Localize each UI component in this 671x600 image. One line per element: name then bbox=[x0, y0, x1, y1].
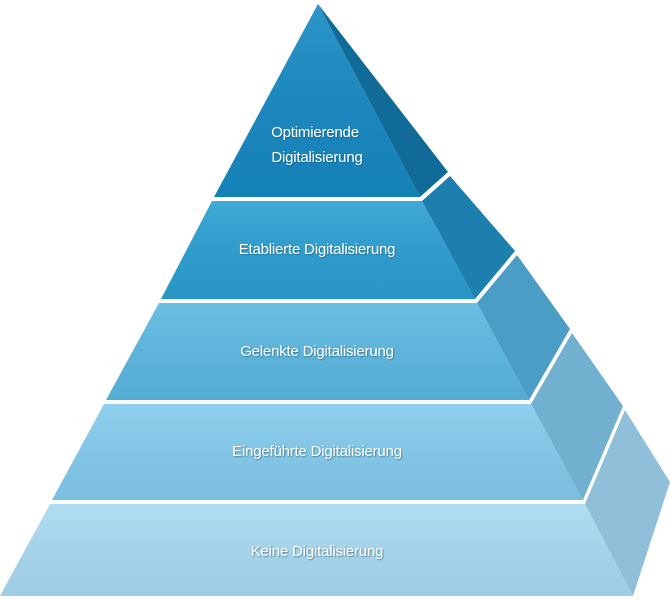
level-shade bbox=[52, 404, 583, 500]
level-shade bbox=[0, 504, 633, 596]
pyramid-level-keine: Keine Digitalisierung bbox=[0, 410, 670, 596]
level-label-line: Keine Digitalisierung bbox=[251, 543, 384, 560]
level-label-line: Gelenkte Digitalisierung bbox=[240, 343, 394, 360]
level-side-face bbox=[422, 176, 515, 299]
level-side-face bbox=[585, 410, 670, 596]
level-shade bbox=[106, 303, 529, 400]
level-label-line: Etablierte Digitalisierung bbox=[239, 241, 396, 258]
pyramid-level-gelenkte: Gelenkte Digitalisierung bbox=[106, 255, 570, 400]
level-label-line: Eingeführte Digitalisierung bbox=[232, 443, 402, 460]
level-label: Eingeführte Digitalisierung bbox=[232, 443, 402, 460]
level-shade bbox=[161, 201, 475, 299]
level-label-line: Optimierende bbox=[271, 124, 359, 141]
level-label: Gelenkte Digitalisierung bbox=[240, 343, 394, 360]
level-shade bbox=[214, 4, 420, 197]
pyramid-level-optimierende: Optimierende Digitalisierung bbox=[214, 4, 448, 197]
level-label-line: Digitalisierung bbox=[271, 149, 362, 166]
pyramid-level-eingefuehrte: Eingeführte Digitalisierung bbox=[52, 333, 623, 500]
pyramid-level-etablierte: Etablierte Digitalisierung bbox=[161, 176, 515, 299]
level-side-face bbox=[531, 333, 623, 500]
level-side-face bbox=[477, 255, 570, 400]
level-label: Etablierte Digitalisierung bbox=[239, 241, 396, 258]
level-label: Keine Digitalisierung bbox=[251, 543, 384, 560]
level-side-face bbox=[318, 4, 448, 197]
level-label: Optimierende Digitalisierung bbox=[271, 124, 363, 166]
